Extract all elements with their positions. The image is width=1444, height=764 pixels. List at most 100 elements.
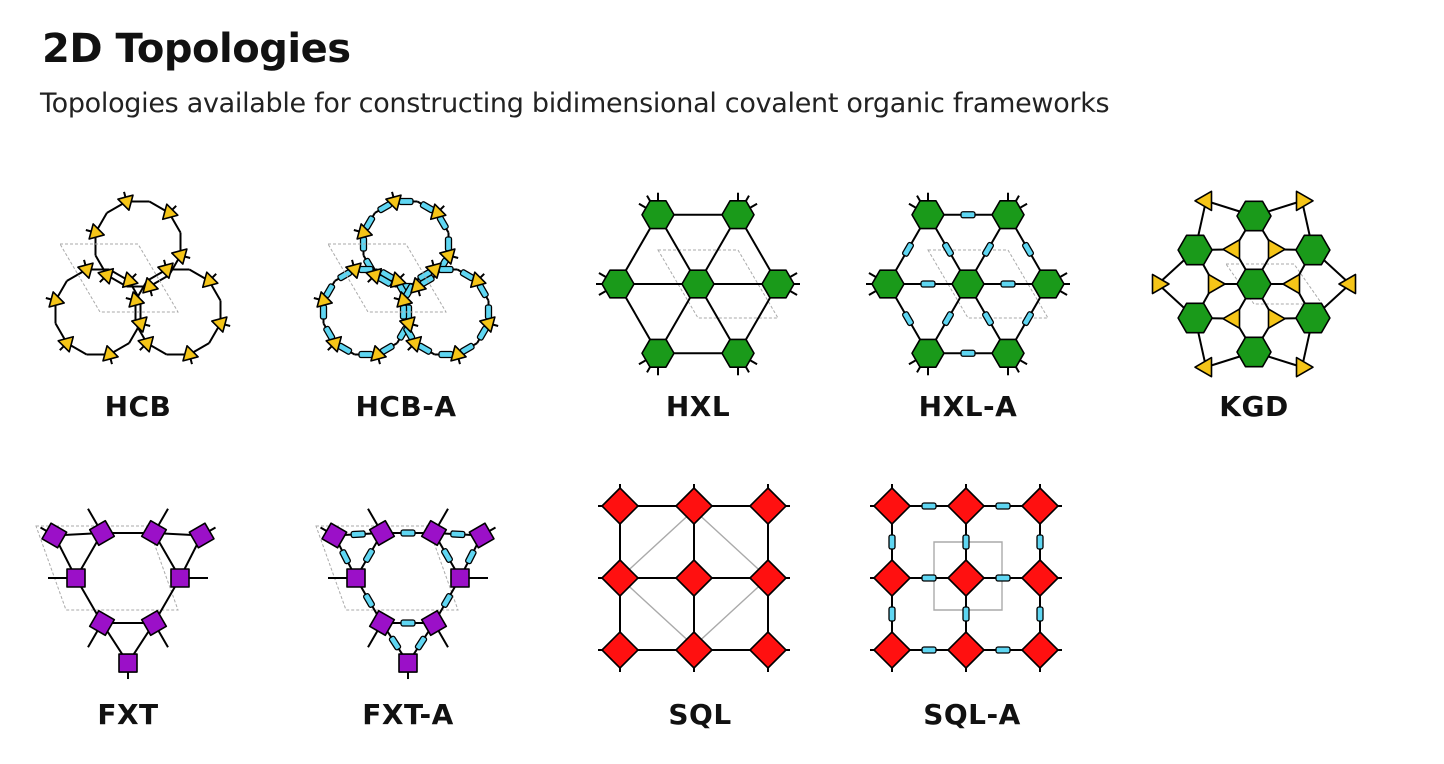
tritopic-node bbox=[410, 277, 427, 294]
topology-label: SQL-A bbox=[923, 698, 1021, 731]
tetratopic-node bbox=[873, 487, 911, 525]
unit-cell-outline bbox=[327, 243, 447, 313]
hexatopic-node bbox=[1236, 200, 1272, 232]
tetratopic-node bbox=[749, 487, 787, 525]
tritopic-node bbox=[325, 335, 343, 353]
topology-label: FXT bbox=[97, 698, 159, 731]
tritopic-node bbox=[469, 271, 487, 289]
tetratopic-node bbox=[41, 522, 68, 549]
hexatopic-node bbox=[721, 338, 755, 368]
fxt-diagram bbox=[35, 508, 216, 680]
hcb-diagram bbox=[45, 191, 231, 365]
tritopic-node bbox=[1151, 273, 1170, 295]
tritopic-node bbox=[57, 335, 75, 353]
tetratopic-node bbox=[749, 559, 787, 597]
tritopic-node bbox=[1338, 273, 1357, 295]
unit-cell-outline bbox=[933, 541, 1003, 611]
linker bbox=[398, 197, 414, 206]
tritopic-node bbox=[142, 277, 159, 294]
linker bbox=[962, 606, 970, 622]
unit-cell-outline bbox=[35, 525, 179, 611]
hexatopic-node bbox=[761, 269, 795, 299]
tetratopic-node bbox=[873, 559, 911, 597]
tritopic-node bbox=[1194, 190, 1213, 212]
linker bbox=[941, 311, 955, 327]
tetratopic-node bbox=[420, 519, 448, 547]
hexatopic-node bbox=[601, 269, 635, 299]
hexatopic-node bbox=[1236, 336, 1272, 368]
linker bbox=[358, 350, 374, 359]
tetratopic-node bbox=[947, 487, 985, 525]
linker bbox=[438, 265, 454, 274]
tritopic-node bbox=[121, 271, 139, 289]
tetratopic-node bbox=[140, 609, 168, 637]
tritopic-node bbox=[1295, 190, 1314, 212]
tritopic-node bbox=[1222, 308, 1241, 329]
tetratopic-node bbox=[1021, 631, 1059, 669]
tritopic-node bbox=[365, 267, 383, 285]
linker bbox=[440, 548, 454, 563]
topology-label: HCB bbox=[104, 390, 172, 423]
hexatopic-node bbox=[1177, 234, 1213, 266]
linker bbox=[995, 574, 1011, 582]
tritopic-node bbox=[211, 316, 228, 333]
topology-hcb: HCB bbox=[38, 172, 238, 423]
tetratopic-node bbox=[368, 609, 396, 637]
tritopic-node bbox=[389, 271, 407, 289]
linker bbox=[444, 236, 453, 252]
tetratopic-node bbox=[1021, 487, 1059, 525]
linker bbox=[941, 241, 955, 257]
tritopic-node bbox=[137, 335, 155, 353]
tritopic-node bbox=[385, 194, 402, 211]
linker bbox=[901, 241, 915, 257]
tetratopic-node bbox=[675, 559, 713, 597]
tetratopic-node bbox=[450, 568, 470, 588]
tritopic-node bbox=[161, 203, 179, 221]
tritopic-node bbox=[396, 291, 413, 308]
linker bbox=[995, 502, 1011, 510]
tritopic-node bbox=[128, 291, 145, 308]
tetratopic-node bbox=[947, 559, 985, 597]
hexatopic-node bbox=[721, 200, 755, 230]
tetratopic-node bbox=[601, 487, 639, 525]
tritopic-node bbox=[1222, 239, 1241, 260]
topology-label: SQL bbox=[668, 698, 732, 731]
linker bbox=[450, 530, 466, 539]
topology-fxt-a: FXT-A bbox=[308, 482, 508, 731]
hexatopic-node bbox=[1236, 268, 1272, 300]
sql-diagram bbox=[598, 484, 790, 672]
hexatopic-node bbox=[641, 200, 675, 230]
linker bbox=[960, 349, 976, 357]
linker bbox=[362, 548, 376, 563]
tritopic-node bbox=[316, 291, 333, 308]
tetratopic-node bbox=[140, 519, 168, 547]
tetratopic-node bbox=[1021, 559, 1059, 597]
unit-cell-outline bbox=[315, 525, 459, 611]
tritopic-node bbox=[345, 262, 362, 279]
tetratopic-node bbox=[188, 522, 215, 549]
hexatopic-node bbox=[1295, 234, 1331, 266]
hexatopic-node bbox=[911, 200, 945, 230]
topology-sql: SQL bbox=[598, 482, 800, 731]
linker bbox=[400, 529, 416, 537]
tritopic-node bbox=[439, 248, 456, 265]
linker bbox=[981, 311, 995, 327]
fxt-a-diagram bbox=[315, 508, 496, 680]
hxl-diagram bbox=[596, 192, 800, 376]
tetratopic-node bbox=[88, 519, 116, 547]
tritopic-node bbox=[182, 345, 199, 362]
linker bbox=[484, 304, 493, 320]
tritopic-node bbox=[1267, 239, 1286, 260]
hexatopic-node bbox=[911, 338, 945, 368]
page-title: 2D Topologies bbox=[42, 26, 351, 72]
linker bbox=[921, 574, 937, 582]
tritopic-node bbox=[1295, 356, 1314, 378]
tritopic-node bbox=[399, 316, 416, 333]
linker bbox=[921, 646, 937, 654]
topology-sql-a: SQL-A bbox=[870, 482, 1072, 731]
hexatopic-node bbox=[991, 200, 1025, 230]
linker bbox=[350, 530, 366, 539]
linker bbox=[901, 311, 915, 327]
linker bbox=[921, 502, 937, 510]
hexatopic-node bbox=[1177, 302, 1213, 334]
